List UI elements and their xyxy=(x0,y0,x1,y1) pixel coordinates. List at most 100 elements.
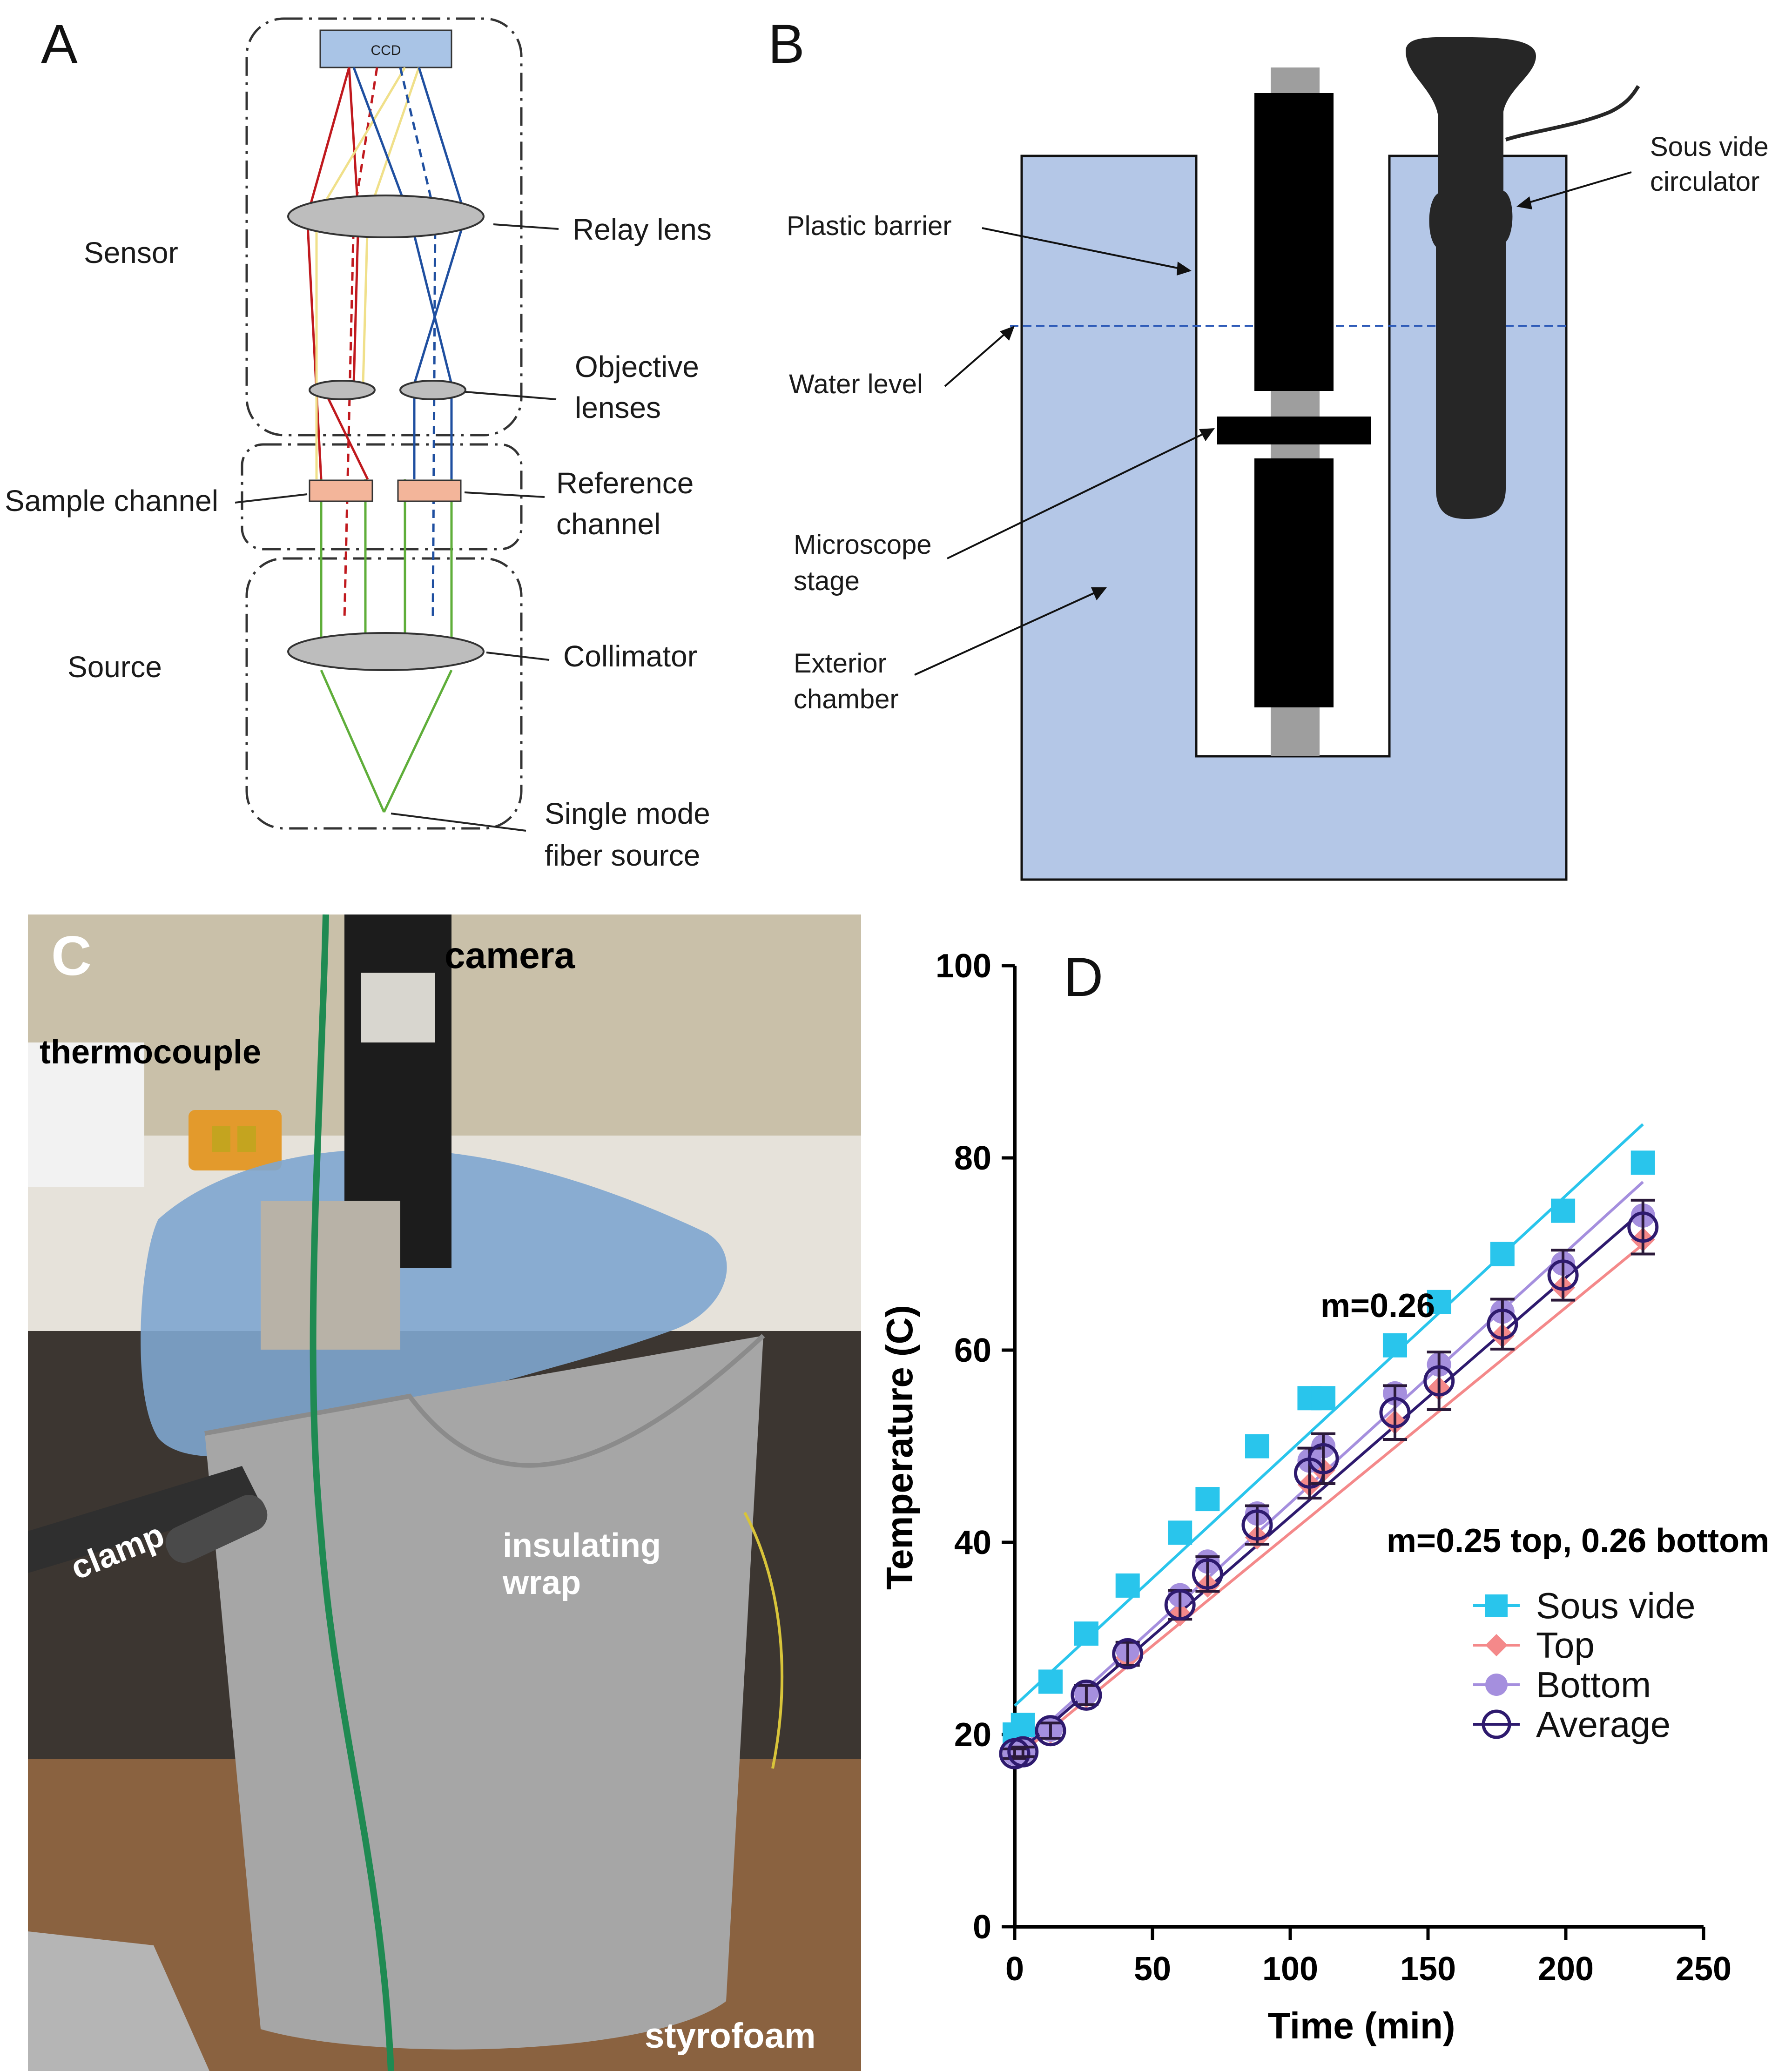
channel-frame xyxy=(241,443,523,551)
sous-vide-arrowhead xyxy=(1516,196,1532,209)
photo-label-camera: camera xyxy=(445,935,575,976)
x-axis-label: Time (min) xyxy=(1267,2005,1455,2046)
microscope-stage xyxy=(1217,417,1371,444)
photo-box xyxy=(28,1042,144,1187)
point-average xyxy=(1192,1558,1223,1590)
ccd-sensor xyxy=(319,29,452,68)
photo-wrap-edge xyxy=(204,1334,765,1468)
point-average xyxy=(1071,1679,1102,1711)
reference-channel-label-2: channel xyxy=(556,507,660,541)
objective-lens-right xyxy=(399,380,466,400)
stage-pointer xyxy=(947,432,1206,559)
panel-c-letter: C xyxy=(51,925,92,987)
legend-label-bottom: Bottom xyxy=(1536,1664,1651,1705)
reference-channel-box xyxy=(397,479,462,502)
sous-vide-label-1: Sous vide xyxy=(1650,132,1769,162)
y-tick-label: 100 xyxy=(936,948,991,985)
photo-insulating-bucket xyxy=(205,1336,763,2050)
sample-channel-label: Sample channel xyxy=(5,484,218,518)
photo-label-insulating-2: wrap xyxy=(502,1564,581,1601)
exterior-chamber-label-1: Exterior xyxy=(794,648,887,679)
water-level-pointer xyxy=(944,330,1009,387)
legend-label-average: Average xyxy=(1536,1704,1671,1745)
water-level-label: Water level xyxy=(789,369,923,399)
point-average xyxy=(1307,1443,1339,1474)
relay-lens-pointer xyxy=(493,223,559,230)
reference-channel-label-1: Reference xyxy=(556,466,694,500)
sample-channel-box xyxy=(309,479,373,502)
relay-lens xyxy=(287,195,485,238)
point-average xyxy=(1112,1638,1144,1670)
point-sous-vide xyxy=(1115,1573,1140,1598)
legend-marker-sous-vide xyxy=(1485,1594,1508,1617)
ccd-label: CCD xyxy=(371,43,401,58)
microscope-stage-label-1: Microscope xyxy=(794,530,932,560)
exterior-chamber xyxy=(1020,155,1568,881)
collimator-pointer xyxy=(486,652,550,661)
y-axis-label: Temperature (C) xyxy=(879,1305,920,1590)
point-sous-vide xyxy=(1427,1290,1451,1314)
x-tick-label: 200 xyxy=(1538,1950,1594,1988)
plastic-barrier-pointer xyxy=(982,227,1183,270)
objective-label-1: Objective xyxy=(575,350,699,383)
point-sous-vide xyxy=(1038,1669,1063,1694)
x-tick-label: 100 xyxy=(1262,1950,1318,1988)
legend-marker-bottom xyxy=(1485,1674,1508,1696)
x-tick-label: 50 xyxy=(1134,1950,1171,1988)
panel-a: A CCD xyxy=(5,13,712,872)
photo-clamp-bar xyxy=(28,1466,261,1573)
x-tick-label: 250 xyxy=(1676,1950,1731,1988)
fiber-label-2: fiber source xyxy=(545,839,700,872)
annotation-slope-top-bottom: m=0.25 top, 0.26 bottom xyxy=(1387,1522,1769,1560)
thermocouple-connector-1 xyxy=(212,1126,230,1152)
point-sous-vide xyxy=(1490,1242,1515,1266)
y-tick-label: 40 xyxy=(954,1524,991,1561)
water-level-arrowhead xyxy=(1000,326,1015,341)
y-tick-label: 80 xyxy=(954,1140,991,1177)
point-average xyxy=(1423,1365,1455,1397)
photo-label-thermocouple: thermocouple xyxy=(40,1034,261,1071)
objective-label-2: lenses xyxy=(575,391,661,424)
sensor-label: Sensor xyxy=(84,236,178,269)
y-tick-label: 20 xyxy=(954,1716,991,1754)
legend-marker-average xyxy=(1482,1709,1511,1739)
sample-channel-pointer xyxy=(235,493,308,504)
fit-line-sous-vide xyxy=(1013,1123,1644,1707)
thermocouple-connector-2 xyxy=(237,1126,256,1152)
collimator-lens xyxy=(287,632,485,671)
plastic-barrier-arrowhead xyxy=(1177,262,1192,276)
point-sous-vide xyxy=(1168,1520,1192,1545)
panel-b-letter: B xyxy=(768,13,805,75)
point-average xyxy=(1379,1397,1411,1428)
thermocouple-device xyxy=(189,1110,282,1170)
exterior-chamber-arrowhead xyxy=(1091,587,1107,600)
point-average xyxy=(1241,1509,1273,1541)
sous-vide-circulator xyxy=(1406,37,1536,519)
point-average xyxy=(1007,1736,1039,1768)
photo-foil xyxy=(28,1931,209,2071)
objective-pointer xyxy=(465,391,557,400)
panel-a-letter: A xyxy=(41,13,78,75)
photo-clamp-handle xyxy=(165,1494,268,1563)
point-average xyxy=(1487,1308,1518,1340)
point-sous-vide xyxy=(1074,1621,1098,1646)
panel-b: B Plastic barrier Water level Microscope… xyxy=(768,13,1769,881)
exterior-chamber-pointer xyxy=(914,590,1099,676)
point-sous-vide xyxy=(1382,1333,1407,1358)
fiber-label-1: Single mode xyxy=(545,797,710,830)
point-sous-vide xyxy=(1245,1434,1269,1459)
photo-green-cable xyxy=(310,914,394,2071)
microscope-lower-body xyxy=(1254,458,1334,707)
legend-marker-top xyxy=(1485,1634,1508,1656)
point-sous-vide xyxy=(1011,1713,1035,1737)
panel-d-letter: D xyxy=(1064,947,1103,1008)
microscope-upper-body xyxy=(1254,93,1334,391)
point-sous-vide xyxy=(1630,1150,1655,1175)
x-tick-label: 150 xyxy=(1400,1950,1456,1988)
annotation-slope-sous-vide: m=0.26 xyxy=(1320,1287,1435,1325)
stage-arrowhead xyxy=(1199,428,1215,441)
